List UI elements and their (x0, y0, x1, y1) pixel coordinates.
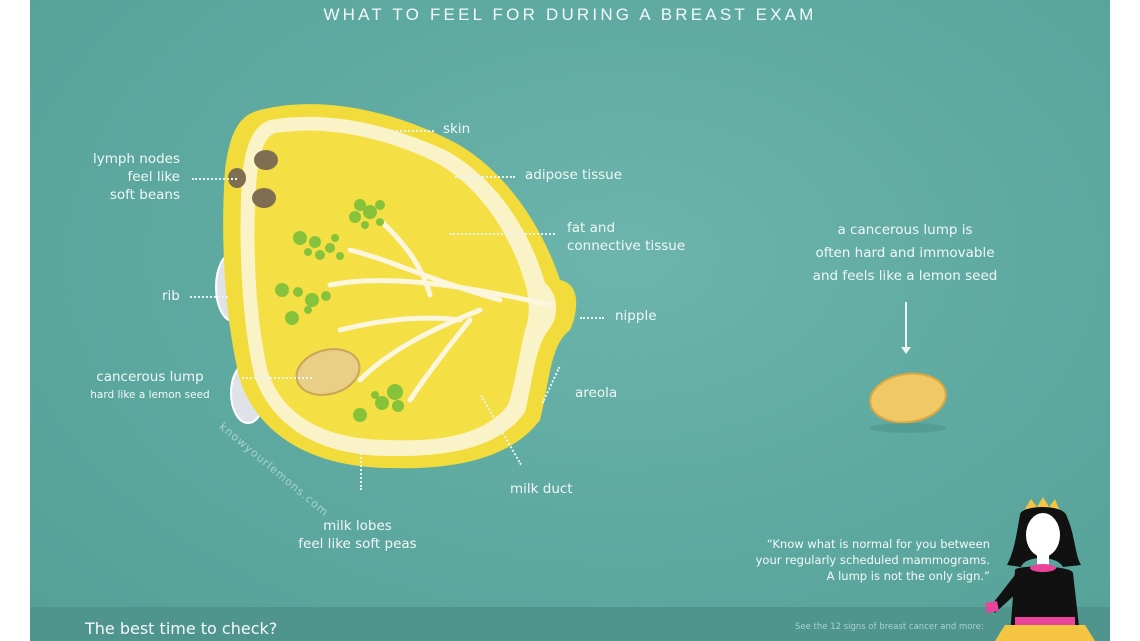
rib-leader-line (190, 296, 228, 298)
fat-leader-line (450, 233, 555, 235)
lymph-node-icon (228, 168, 246, 188)
skin-leader-line (392, 130, 434, 132)
arrow-down-icon (901, 302, 911, 354)
side-note: a cancerous lump is often hard and immov… (812, 222, 998, 284)
lemon-seed-lump-icon (295, 348, 361, 396)
label-milk-duct: milk duct (510, 481, 573, 497)
label-cancerous-lump: cancerous lump hard like a lemon seed (90, 369, 210, 401)
princess-mascot-icon (985, 497, 1095, 641)
footer-band (30, 607, 1110, 641)
lymph-leader-line (192, 178, 237, 180)
quote-text: “Know what is normal for you between you… (755, 537, 990, 583)
label-milk-lobes: milk lobes feel like soft peas (298, 518, 417, 552)
milk-lobe-peas-icon (275, 199, 404, 422)
label-skin: skin (443, 121, 471, 137)
lump-leader-line (242, 377, 312, 379)
label-rib: rib (162, 288, 180, 304)
footer-link[interactable]: See the 12 signs of breast cancer and mo… (795, 622, 984, 632)
infographic-panel: WHAT TO FEEL FOR DURING A BREAST EXAM (30, 0, 1110, 641)
nipple-leader-line (580, 317, 604, 319)
crown-icon (1025, 497, 1059, 509)
label-fat: fat and connective tissue (567, 220, 686, 254)
lymph-node-icon (254, 150, 278, 170)
page-title: WHAT TO FEEL FOR DURING A BREAST EXAM (323, 5, 817, 24)
lymph-node-icon (252, 188, 276, 208)
label-adipose: adipose tissue (525, 167, 623, 183)
standalone-lemon-seed-icon (869, 372, 947, 424)
footer-cta: The best time to check? (85, 619, 278, 638)
label-lymph-nodes: lymph nodes feel like soft beans (92, 151, 180, 203)
label-nipple: nipple (615, 308, 657, 324)
label-areola: areola (575, 385, 618, 401)
adipose-leader-line (455, 176, 515, 178)
lobes-leader-line (360, 450, 362, 490)
